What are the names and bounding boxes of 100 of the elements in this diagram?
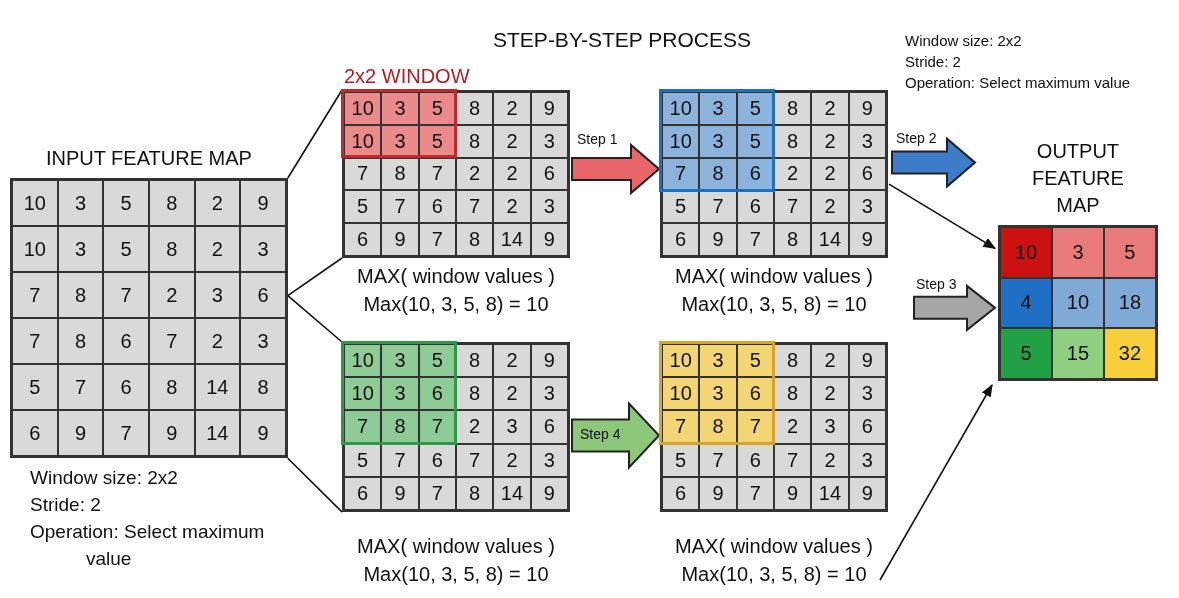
matrix-cell: 9 — [381, 223, 419, 256]
matrix-cell: 8 — [57, 318, 104, 365]
matrix-cell: 8 — [774, 344, 812, 378]
matrix-cell: 10 — [344, 92, 382, 125]
matrix-cell: 7 — [344, 157, 382, 191]
matrix-cell: 3 — [381, 92, 419, 125]
matrix-cell: 9 — [530, 223, 568, 256]
matrix-cell: 6 — [12, 410, 58, 457]
block-arrow — [571, 142, 661, 196]
matrix-cell: 7 — [736, 223, 774, 256]
matrix-cell: 8 — [148, 364, 195, 411]
matrix-cell: 3 — [194, 272, 241, 319]
matrix-cell: 3 — [240, 226, 286, 273]
formula-caption: MAX( window values ) — [356, 264, 556, 289]
matrix-cell: 14 — [493, 223, 531, 256]
matrix-cell: 8 — [699, 410, 737, 444]
diagram-title: STEP-BY-STEP PROCESS — [492, 28, 752, 52]
matrix-cell: 2 — [811, 190, 849, 224]
matrix-cell: 3 — [530, 377, 568, 411]
matrix-cell: 6 — [530, 410, 568, 444]
matrix-cell: 9 — [148, 410, 195, 457]
matrix-cell: 2 — [811, 377, 849, 411]
matrix-cell: 5 — [344, 190, 382, 224]
matrix-cell: 10 — [344, 344, 382, 378]
matrix-cell: 2 — [148, 272, 195, 319]
matrix-cell: 8 — [148, 180, 195, 227]
matrix-cell: 2 — [774, 410, 812, 444]
matrix-cell: 2 — [456, 410, 494, 444]
block-arrow — [891, 136, 977, 189]
matrix-cell: 8 — [456, 92, 494, 125]
matrix-cell: 8 — [774, 92, 812, 125]
matrix-cell: 3 — [1051, 227, 1104, 278]
matrix-cell: 9 — [240, 410, 286, 457]
matrix-cell: 3 — [848, 377, 886, 411]
arrow — [879, 383, 993, 581]
matrix-cell: 2 — [493, 92, 531, 125]
matrix-cell: 7 — [57, 364, 104, 411]
matrix-cell: 10 — [662, 92, 700, 125]
matrix-cell: 2 — [194, 318, 241, 365]
matrix-cell: 9 — [699, 223, 737, 256]
matrix-cell: 7 — [699, 443, 737, 477]
matrix-cell: 9 — [381, 476, 419, 510]
matrix-cell: 8 — [456, 344, 494, 378]
matrix-cell: 6 — [848, 410, 886, 444]
matrix-cell: 6 — [103, 364, 149, 411]
matrix-cell: 14 — [811, 476, 849, 510]
matrix-cell: 9 — [530, 92, 568, 125]
matrix-cell: 2 — [493, 443, 531, 477]
matrix-cell: 7 — [344, 410, 382, 444]
matrix-cell: 6 — [103, 318, 149, 365]
matrix-cell: 9 — [57, 410, 104, 457]
formula-caption: Max(10, 3, 5, 8) = 10 — [680, 292, 868, 317]
matrix-cell: 3 — [381, 377, 419, 411]
formula-caption: Max(10, 3, 5, 8) = 10 — [362, 562, 550, 587]
matrix-cell: 3 — [381, 344, 419, 378]
matrix-cell: 3 — [811, 410, 849, 444]
matrix-cell: 2 — [811, 124, 849, 158]
matrix-cell: 9 — [848, 223, 886, 256]
matrix-cell: 8 — [774, 223, 812, 256]
matrix-cell: 5 — [12, 364, 58, 411]
matrix-cell: 9 — [240, 180, 286, 227]
matrix-cell: 7 — [456, 190, 494, 224]
matrix-cell: 2 — [194, 180, 241, 227]
matrix-cell: 15 — [1051, 328, 1104, 379]
edge-label: Step 4 — [580, 425, 621, 442]
matrix-cell: 3 — [699, 92, 737, 125]
matrix-cell: 5 — [103, 180, 149, 227]
matrix-cell: 2 — [493, 377, 531, 411]
matrix-cell: 2 — [811, 157, 849, 191]
block-arrow — [913, 283, 997, 332]
matrix-cell: 10 — [12, 180, 58, 227]
matrix-cell: 2 — [811, 443, 849, 477]
matrix-cell: 10 — [1051, 277, 1104, 329]
matrix-cell: 8 — [240, 364, 286, 411]
matrix-cell: 7 — [418, 223, 456, 256]
matrix-cell: 6 — [344, 476, 382, 510]
matrix-cell: 3 — [699, 377, 737, 411]
matrix-cell: 3 — [493, 410, 531, 444]
matrix-cell: 2 — [493, 157, 531, 191]
matrix-cell: 3 — [57, 180, 104, 227]
matrix-cell: 10 — [1000, 227, 1052, 278]
matrix-cell: 5 — [103, 226, 149, 273]
block-arrow — [571, 400, 661, 471]
matrix-cell: 10 — [662, 344, 700, 378]
matrix-cell: 8 — [381, 157, 419, 191]
matrix-cell: 3 — [699, 124, 737, 158]
matrix-cell: 7 — [148, 318, 195, 365]
matrix-cell: 8 — [456, 223, 494, 256]
matrix-cell: 5 — [344, 443, 382, 477]
matrix-cell: 3 — [240, 318, 286, 365]
matrix-cell: 32 — [1103, 328, 1156, 379]
matrix-cell: 3 — [57, 226, 104, 273]
matrix-cell: 10 — [344, 377, 382, 411]
matrix-cell: 4 — [1000, 277, 1052, 329]
edge-label: Step 1 — [577, 130, 618, 147]
matrix-cell: 7 — [381, 190, 419, 224]
matrix-cell: 3 — [530, 190, 568, 224]
connector-line — [287, 457, 343, 513]
arrow — [888, 183, 997, 250]
matrix-cell: 3 — [699, 344, 737, 378]
